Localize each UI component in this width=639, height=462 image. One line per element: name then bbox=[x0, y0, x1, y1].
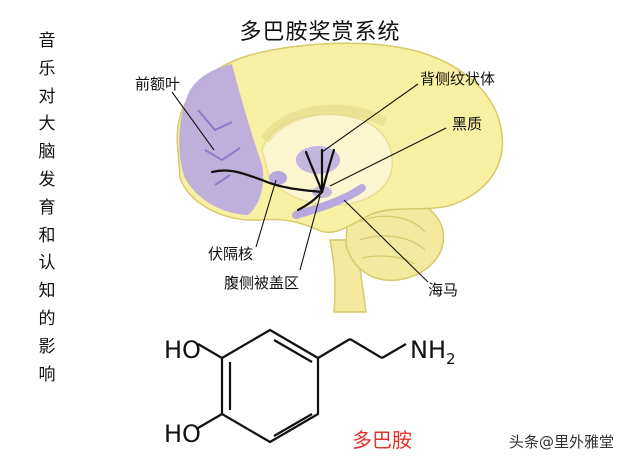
watermark: 头条@里外雅堂 bbox=[509, 431, 614, 452]
label-nucleus-accumbens: 伏隔核 bbox=[208, 245, 254, 263]
side-title-char: 乐 bbox=[38, 58, 56, 79]
hippocampus-region bbox=[292, 184, 366, 219]
side-title-char: 脑 bbox=[38, 142, 56, 163]
side-title-char: 大 bbox=[38, 114, 56, 135]
molecule-oh-top: HO bbox=[164, 336, 201, 364]
side-title-char: 育 bbox=[38, 197, 56, 218]
side-title-char: 认 bbox=[38, 253, 56, 274]
label-dorsal-striatum: 背侧纹状体 bbox=[420, 70, 496, 88]
side-title-char: 的 bbox=[38, 308, 56, 329]
accumbens-region bbox=[269, 171, 287, 185]
watermark-text: 头条@里外雅堂 bbox=[509, 433, 615, 451]
molecule-nh2: NH2 bbox=[410, 336, 456, 368]
label-prefrontal: 前额叶 bbox=[135, 75, 181, 93]
label-vta: 腹侧被盖区 bbox=[224, 274, 300, 292]
molecule-name: 多巴胺 bbox=[352, 428, 412, 452]
side-title-char: 响 bbox=[38, 364, 56, 385]
side-title-char: 发 bbox=[38, 169, 56, 190]
side-title-char: 知 bbox=[38, 281, 56, 302]
dopamine-structure bbox=[197, 328, 407, 444]
side-title-char: 对 bbox=[38, 86, 56, 107]
side-title-char: 和 bbox=[38, 225, 56, 246]
molecule-nh: NH bbox=[410, 336, 446, 364]
diagram-title: 多巴胺奖赏系统 bbox=[239, 20, 401, 45]
prefrontal-region bbox=[179, 64, 264, 215]
side-title: 音乐对大脑发育和认知的影响 bbox=[34, 28, 60, 389]
side-title-char: 影 bbox=[38, 336, 56, 357]
molecule-nh-subscript: 2 bbox=[446, 349, 456, 368]
dopamine-pathways bbox=[210, 148, 336, 212]
label-hippocampus: 海马 bbox=[428, 281, 459, 299]
label-substantia-nigra: 黑质 bbox=[452, 115, 483, 133]
side-title-char: 音 bbox=[38, 31, 56, 51]
molecule-oh-bottom: HO bbox=[164, 420, 201, 448]
corpus-callosum bbox=[260, 104, 388, 143]
leader-lines bbox=[171, 83, 447, 283]
